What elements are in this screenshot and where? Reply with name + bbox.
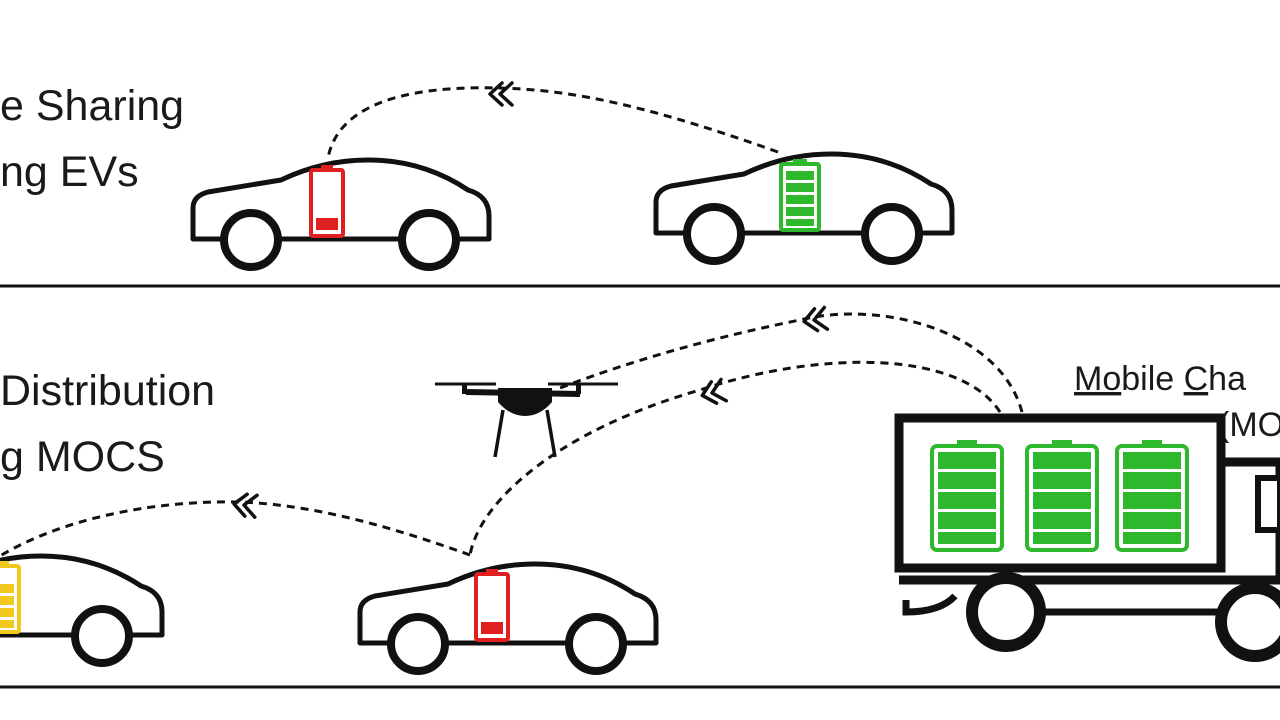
bottom-panel-label-line2: g MOCS	[0, 433, 165, 481]
battery-icon	[1115, 440, 1189, 552]
battery-icon	[1025, 440, 1099, 552]
ev-car-top-left	[193, 160, 489, 267]
double-chevron-icon	[800, 305, 830, 335]
mocs-label-line2: (MO	[1218, 406, 1280, 444]
bottom-ev-transfer-path	[0, 500, 471, 558]
double-chevron-icon	[488, 81, 514, 107]
mobile-charging-truck	[894, 413, 1280, 662]
top-panel-label-line2: ng EVs	[0, 148, 139, 196]
double-chevron-icon	[231, 491, 259, 519]
mocs-to-drone-path	[559, 312, 1024, 413]
battery-icon	[0, 561, 21, 634]
battery-icon	[474, 569, 510, 642]
ev-car-top-right	[656, 154, 952, 261]
top-transfer-path	[326, 86, 779, 159]
bottom-panel-label-line1: Distribution	[0, 367, 215, 415]
ev-car-bottom-middle	[360, 564, 656, 671]
mocs-label-line1: Mobile Cha	[1074, 360, 1246, 398]
battery-icon	[930, 440, 1004, 552]
drone-icon	[435, 382, 618, 458]
mocs-to-ev-path	[468, 360, 1002, 556]
top-panel-label-line1: e Sharing	[0, 82, 184, 130]
battery-icon	[309, 165, 345, 238]
ev-car-icon	[0, 556, 162, 663]
battery-icon	[779, 159, 821, 232]
ev-car-bottom-left	[0, 556, 162, 663]
